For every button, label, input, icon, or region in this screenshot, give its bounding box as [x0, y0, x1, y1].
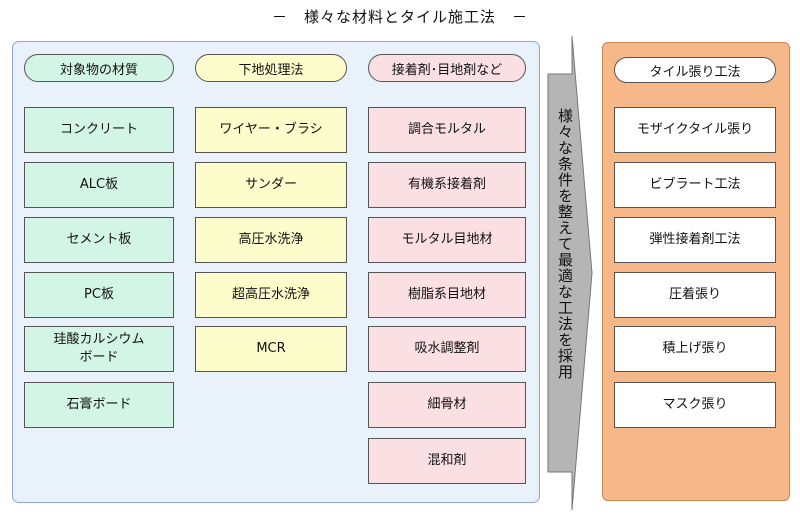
method-box: 圧着張り	[614, 272, 776, 318]
adhesive-box: モルタル目地材	[368, 217, 526, 263]
treatment-box: サンダー	[195, 162, 347, 208]
adhesive-box: 調合モルタル	[368, 107, 526, 153]
material-box: 珪酸カルシウム ボード	[24, 326, 174, 372]
header-adhesives: 接着剤･目地剤など	[368, 54, 526, 82]
header-target-material: 対象物の材質	[24, 54, 174, 82]
method-box: モザイクタイル張り	[614, 107, 776, 153]
adhesive-box: 吸水調整剤	[368, 326, 526, 372]
material-box: 石膏ボード	[24, 382, 174, 428]
method-box: ビブラート工法	[614, 162, 776, 208]
method-box: マスク張り	[614, 382, 776, 428]
adhesive-box: 樹脂系目地材	[368, 272, 526, 318]
treatment-box: 高圧水洗浄	[195, 217, 347, 263]
treatment-box: ワイヤー・ブラシ	[195, 107, 347, 153]
adhesive-box: 細骨材	[368, 382, 526, 428]
material-box: コンクリート	[24, 107, 174, 153]
header-tile-methods: タイル張り工法	[614, 57, 776, 83]
diagram-title: － 様々な材料とタイル施工法 －	[271, 8, 528, 26]
material-box: ALC板	[24, 162, 174, 208]
adhesive-box: 混和剤	[368, 438, 526, 484]
method-box: 弾性接着剤工法	[614, 217, 776, 263]
flow-arrow-icon	[547, 36, 593, 510]
treatment-box: MCR	[195, 326, 347, 372]
treatment-box: 超高圧水洗浄	[195, 272, 347, 318]
method-box: 積上げ張り	[614, 326, 776, 372]
arrow-label: 様々な条件を整えて最適な工法を採用	[556, 108, 574, 380]
header-surface-treatment: 下地処理法	[195, 54, 347, 82]
material-box: セメント板	[24, 217, 174, 263]
material-box: PC板	[24, 272, 174, 318]
adhesive-box: 有機系接着剤	[368, 162, 526, 208]
